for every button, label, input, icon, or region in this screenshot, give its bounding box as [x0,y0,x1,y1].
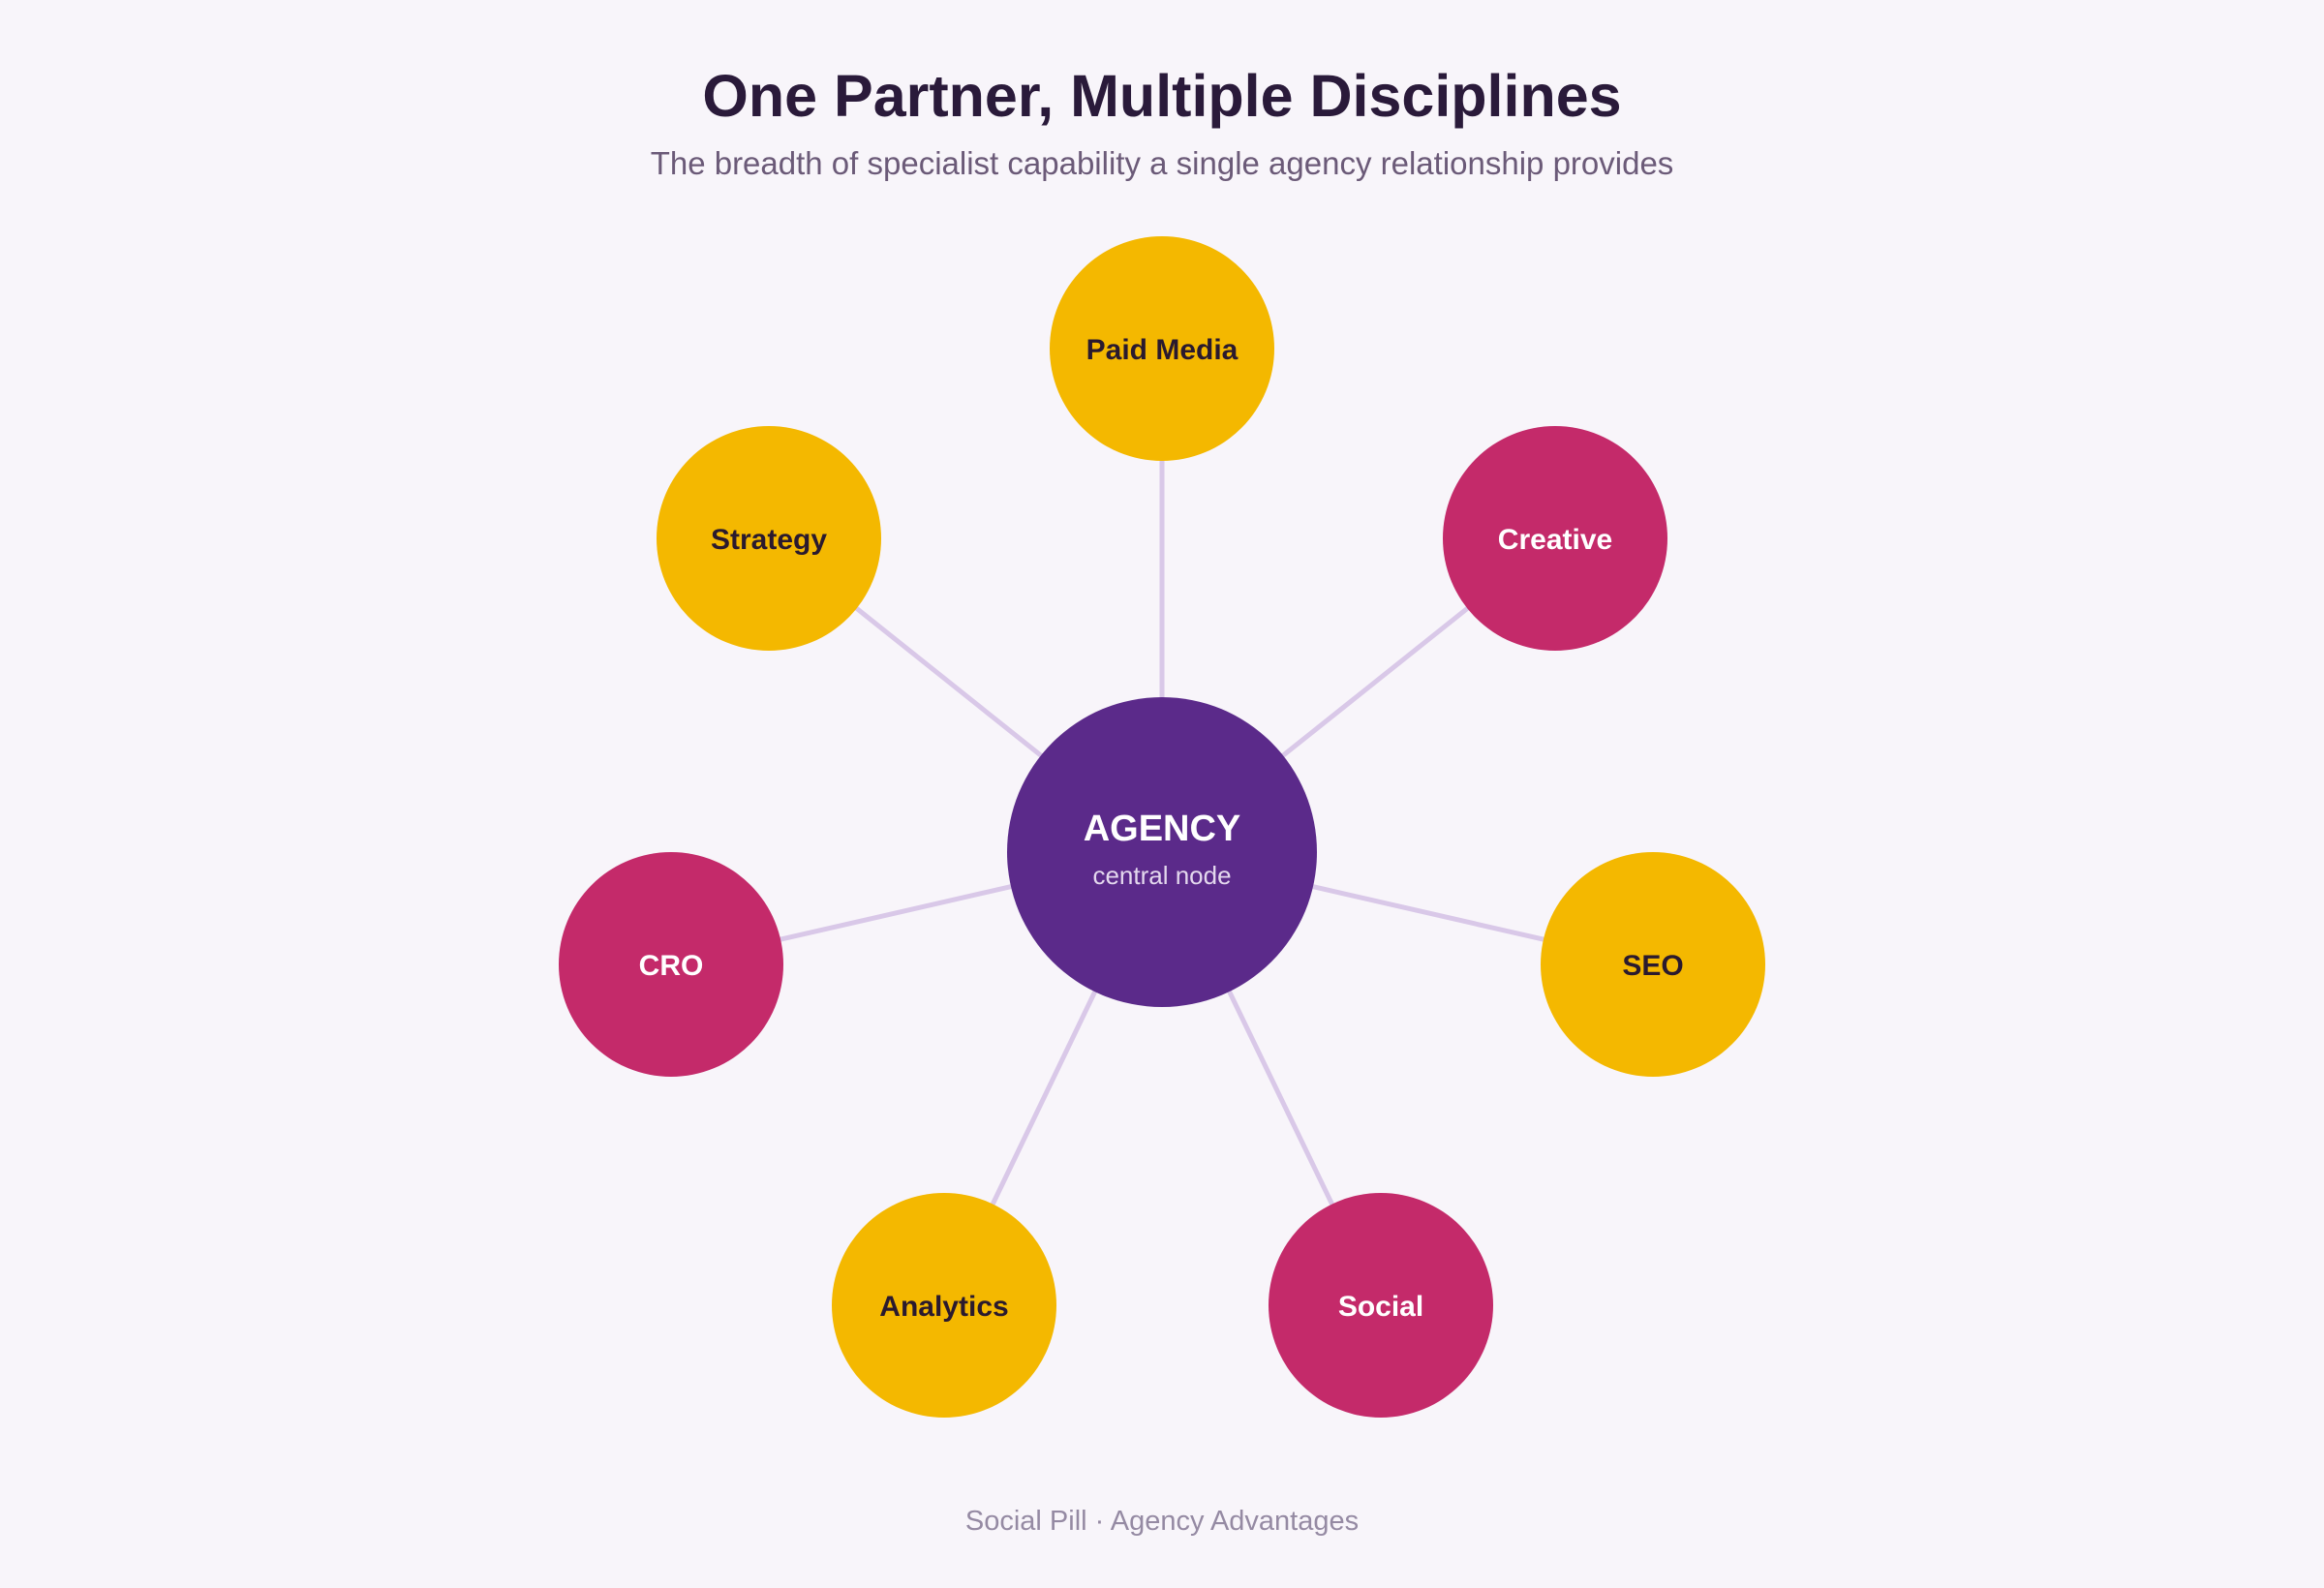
center-node-circle [1007,697,1317,1007]
node-paid-media: Paid Media [1050,236,1274,461]
node-circle [559,852,783,1077]
node-label: CRO [639,950,704,982]
node-circle [1050,236,1274,461]
spoke-cro [778,883,1014,943]
spoke-seo [1310,883,1546,943]
node-creative: Creative [1443,426,1667,651]
node-circle [832,1193,1056,1418]
node-circle [1541,852,1765,1077]
node-cro: CRO [559,852,783,1077]
spoke-analytics [990,989,1098,1207]
node-analytics: Analytics [832,1193,1056,1418]
center-node-sublabel: central node [1092,861,1231,890]
node-label: Creative [1498,524,1612,556]
node-label: Paid Media [1086,334,1238,366]
node-circle [1269,1193,1493,1418]
spoke-lines [778,459,1546,1207]
node-strategy: Strategy [657,426,881,651]
node-circle [657,426,881,651]
spoke-social [1226,989,1335,1207]
node-social: Social [1269,1193,1493,1418]
node-label: SEO [1622,950,1683,982]
spoke-creative [1279,605,1471,759]
page-subtitle: The breadth of specialist capability a s… [651,145,1674,181]
page-title: One Partner, Multiple Disciplines [702,63,1621,129]
node-seo: SEO [1541,852,1765,1077]
node-label: Strategy [711,524,827,556]
footer-credit: Social Pill · Agency Advantages [965,1506,1359,1537]
center-node: AGENCY central node [1007,697,1317,1007]
spoke-strategy [853,605,1045,759]
node-label: Analytics [879,1291,1008,1323]
center-node-label: AGENCY [1084,809,1241,849]
node-circle [1443,426,1667,651]
node-label: Social [1338,1291,1423,1323]
